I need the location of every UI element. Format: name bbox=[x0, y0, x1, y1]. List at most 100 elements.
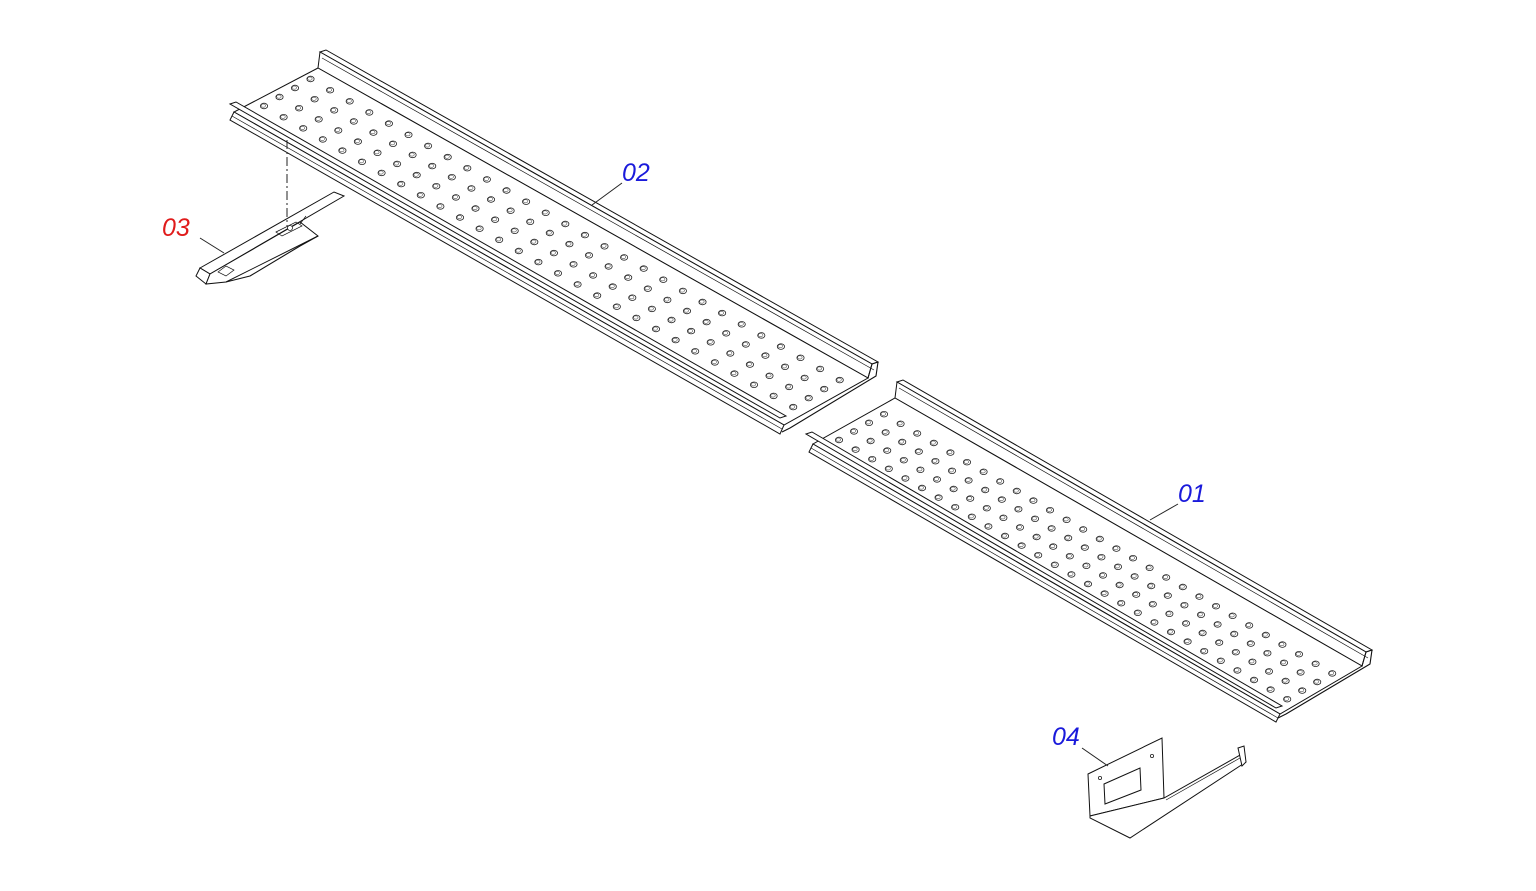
tray-02-hole bbox=[412, 171, 421, 179]
tray-01-hole bbox=[1311, 660, 1320, 667]
tray-02-hole-rim bbox=[742, 342, 748, 346]
tray-02-hole-rim bbox=[836, 377, 842, 382]
tray-01-hole bbox=[979, 468, 988, 475]
tray-01-hole bbox=[1029, 497, 1038, 504]
tray-02-front-wall bbox=[229, 111, 785, 435]
tray-01-hole-rim bbox=[950, 486, 956, 491]
tray-02-hole-rim bbox=[668, 317, 674, 322]
tray-02-hole-rim bbox=[542, 210, 548, 215]
tray-02-hole bbox=[600, 243, 609, 250]
tray-01-hole bbox=[1180, 602, 1189, 609]
tray-01-hole bbox=[1183, 638, 1192, 645]
callout-part-02[interactable]: 02 bbox=[622, 159, 650, 187]
tray-02-hole-rim bbox=[770, 393, 776, 398]
tray-01-hole-rim bbox=[897, 421, 903, 426]
tray-02-hole bbox=[820, 385, 829, 393]
tray-01-hole-rim bbox=[1113, 546, 1119, 551]
tray-02-hole bbox=[338, 147, 347, 154]
tray-01-hole bbox=[984, 523, 993, 530]
tray-02-hole bbox=[295, 104, 304, 112]
tray-02-hole-rim bbox=[409, 152, 415, 157]
tray-02-hole bbox=[545, 229, 554, 237]
tray-02-hole-rim bbox=[425, 143, 430, 148]
tray-02-hole bbox=[475, 225, 484, 232]
tray-02-hole-rim bbox=[354, 139, 360, 144]
tray-01-hole bbox=[1250, 676, 1259, 684]
tray-01-hole-rim bbox=[1118, 600, 1124, 605]
tray-01-hole-rim bbox=[1247, 641, 1253, 646]
tray-02-hole-rim bbox=[692, 349, 698, 353]
tray-02-hole-rim bbox=[456, 215, 462, 219]
tray-01-hole bbox=[881, 429, 890, 436]
support-bracket-03[interactable] bbox=[195, 191, 346, 285]
tray-02-hole bbox=[750, 381, 759, 388]
tray-01-hole bbox=[1062, 516, 1071, 523]
tray-02-hole bbox=[702, 318, 711, 326]
tray-02-hole bbox=[683, 307, 692, 315]
tray-02-hole-rim bbox=[452, 195, 458, 199]
tray-02-hole bbox=[259, 102, 268, 110]
tray-01-hole bbox=[899, 457, 908, 464]
tray-02-hole-rim bbox=[405, 132, 411, 137]
tray-01-hole bbox=[1114, 563, 1123, 570]
tray-02-hole bbox=[710, 359, 719, 366]
tray-01-hole bbox=[999, 514, 1008, 521]
tray-02-hole bbox=[451, 194, 460, 201]
angle-bracket-04[interactable] bbox=[1087, 737, 1247, 839]
tray-01-hole-rim bbox=[1065, 535, 1071, 540]
tray-01-hole-rim bbox=[1264, 650, 1270, 655]
tray-01-hole-rim bbox=[1329, 671, 1335, 675]
tray-02-hole bbox=[706, 339, 715, 346]
tray-01-hole-rim bbox=[1181, 602, 1187, 607]
tray-02-hole-rim bbox=[633, 315, 639, 320]
tray-01-hole bbox=[1032, 533, 1041, 541]
tray-01-hole bbox=[982, 505, 991, 512]
callout-part-04[interactable]: 04 bbox=[1052, 723, 1080, 751]
tray-02-hole-rim bbox=[468, 186, 474, 190]
tray-01-hole-rim bbox=[1030, 498, 1036, 503]
tray-02-hole bbox=[691, 348, 700, 355]
tray-02-hole-rim bbox=[394, 161, 399, 166]
tray-02-hole bbox=[643, 285, 652, 292]
tray-02-hole bbox=[455, 214, 464, 221]
tray-02-hole bbox=[580, 231, 589, 239]
tray-02-hole-rim bbox=[786, 384, 791, 389]
tray-02-hole-rim bbox=[554, 271, 560, 275]
cable-tray-02[interactable] bbox=[228, 49, 880, 435]
tray-01-hole bbox=[1012, 487, 1021, 495]
tray-01-hole-rim bbox=[1080, 527, 1086, 531]
tray-01-hole-rim bbox=[1068, 572, 1074, 576]
tray-02-hole bbox=[384, 120, 393, 127]
tray-02-hole bbox=[632, 314, 641, 322]
tray-02-hole-rim bbox=[613, 304, 619, 309]
tray-01-hole-rim bbox=[1066, 553, 1072, 558]
tray-02-hole-rim bbox=[276, 94, 282, 99]
callout-part-03[interactable]: 03 bbox=[162, 214, 190, 242]
tray-01-hole bbox=[1212, 603, 1221, 610]
tray-01-hole bbox=[1065, 553, 1074, 560]
tray-02-hole-rim bbox=[805, 395, 811, 400]
tray-02-hole bbox=[796, 354, 805, 361]
tray-01-hole-rim bbox=[980, 469, 986, 474]
tray-02-hole-rim bbox=[562, 221, 568, 226]
tray-02-hole bbox=[388, 140, 397, 147]
tray-02-hole-rim bbox=[590, 273, 595, 277]
tray-01-hole bbox=[1246, 640, 1255, 647]
tray-02-hole bbox=[471, 205, 480, 212]
tray-02-hole-rim bbox=[378, 170, 384, 175]
tray-01-hole-rim bbox=[1063, 517, 1069, 522]
tray-02-hole-rim bbox=[762, 353, 768, 358]
tray-01-hole-rim bbox=[930, 440, 936, 445]
tray-02-hole-rim bbox=[280, 114, 286, 119]
tray-02-hole bbox=[404, 131, 413, 138]
tray-02-hole-rim bbox=[296, 105, 301, 110]
tray-01-hole bbox=[1079, 526, 1088, 533]
tray-02-hole-rim bbox=[640, 266, 646, 271]
tray-01-hole-rim bbox=[948, 468, 954, 473]
tray-01-hole bbox=[1047, 525, 1056, 532]
tray-01-hole bbox=[1233, 667, 1242, 674]
tray-01-floor bbox=[811, 397, 1363, 715]
tray-02-hole-rim bbox=[683, 308, 689, 313]
cable-tray-01[interactable] bbox=[804, 379, 1374, 723]
callout-part-01[interactable]: 01 bbox=[1178, 480, 1206, 508]
